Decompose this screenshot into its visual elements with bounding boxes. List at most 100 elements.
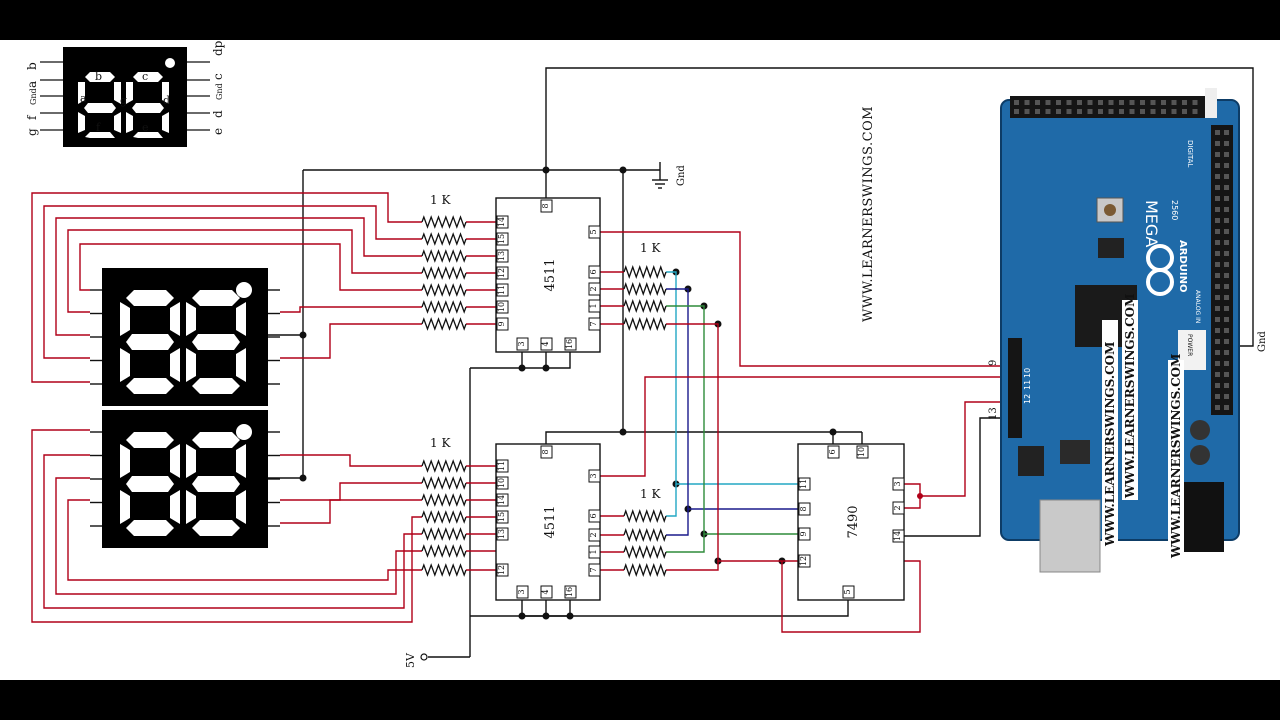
display-segment — [192, 334, 240, 350]
display-segment — [170, 302, 180, 336]
ic-pin: 12 — [497, 268, 506, 278]
resistor-label: 1 K — [430, 193, 451, 207]
display-segment — [120, 348, 130, 382]
ic-pin: 15 — [497, 512, 506, 522]
resistor — [421, 266, 467, 280]
ic-pin: 10 — [857, 447, 866, 457]
display-segment — [170, 490, 180, 524]
resistor — [421, 510, 467, 524]
segment-label: d — [163, 94, 170, 107]
display-segment — [126, 520, 174, 536]
legend-pin-d: d — [211, 110, 225, 118]
segment-label: c — [142, 70, 148, 83]
ic-pin: 6 — [828, 449, 837, 454]
ic-pin: 11 — [497, 461, 506, 471]
display-segment — [236, 302, 246, 336]
ic-pin: 6 — [589, 513, 598, 518]
arduino-ground-label: Gnd — [1257, 331, 1268, 352]
resistor — [623, 563, 667, 577]
legend-pin-g: g — [25, 128, 39, 136]
display-segment — [186, 444, 196, 478]
seven-segment-display-lower — [90, 410, 280, 548]
ic-pin: 1 — [589, 303, 598, 308]
ic-pin: 13 — [497, 529, 506, 539]
ic-pin: 14 — [893, 531, 902, 541]
board-watermarks: WWW.LEARNERSWINGS.COM WWW.LEARNERSWINGS.… — [1102, 294, 1184, 560]
legend-pin-gnd: Gnd — [29, 88, 38, 105]
control-wires-red — [600, 231, 1008, 633]
display-segment — [120, 490, 130, 524]
resistor — [421, 249, 467, 263]
display-segment — [192, 378, 240, 394]
resistor — [623, 528, 667, 542]
icsp-header-lower — [1018, 446, 1044, 476]
resistor — [421, 493, 467, 507]
segment-label: b — [95, 70, 102, 83]
digital-header-top — [1010, 96, 1205, 118]
resistor-bank-upper-right — [623, 265, 667, 331]
ic-pin: 13 — [497, 251, 506, 261]
ic-pin: 9 — [497, 321, 506, 326]
decimal-point — [236, 282, 252, 298]
vcc-label: 5V — [404, 652, 417, 668]
ic-pin: 1 — [589, 549, 598, 554]
ic-pin: 11 — [799, 479, 808, 489]
website-label: WWW.LEARNERSWINGS.COM — [861, 106, 876, 322]
digital-label: DIGITAL — [1186, 140, 1194, 167]
usb-chip — [1060, 440, 1090, 464]
resistor — [623, 509, 667, 523]
display-segment — [126, 378, 174, 394]
legend-pin-b: b — [25, 62, 39, 70]
bcd-bus-wires — [666, 271, 798, 571]
letterbox-top — [0, 0, 1280, 40]
display-segment — [170, 444, 180, 478]
arduino-pin-labels: 9 13 — [988, 360, 999, 420]
ic-pin: 3 — [589, 473, 598, 478]
digital-header-right — [1211, 125, 1233, 415]
ic-pin: 8 — [541, 203, 550, 208]
display-segment — [126, 476, 174, 492]
display-segment — [126, 432, 174, 448]
resistor — [421, 317, 467, 331]
legend-pin-gnd-right: Gnd — [215, 83, 224, 100]
resistor — [421, 476, 467, 490]
display-segment — [186, 348, 196, 382]
ic-pin: 10 — [497, 478, 506, 488]
display-segment — [236, 444, 246, 478]
display-segment — [126, 334, 174, 350]
resistor — [421, 215, 467, 229]
analog-label: ANALOG IN — [1194, 290, 1201, 323]
ic-pin: 2 — [589, 286, 598, 291]
ic-pin: 8 — [799, 506, 808, 511]
ic-pin: 6 — [589, 269, 598, 274]
ground-and-power-wires — [268, 67, 1254, 658]
display-segment — [192, 290, 240, 306]
legend-pin-dp: dp — [211, 40, 225, 56]
ic-pin: 2 — [893, 505, 902, 510]
arduino-pin-board: 12 — [1023, 394, 1032, 404]
segment-label: a — [80, 92, 87, 105]
arduino-pin: 9 — [988, 360, 999, 366]
resistor — [623, 545, 667, 559]
ic-pin: 8 — [541, 449, 550, 454]
display-segment — [186, 490, 196, 524]
resistor — [623, 265, 667, 279]
ic-pin: 3 — [517, 341, 526, 346]
icsp-header — [1098, 238, 1124, 258]
arduino-pin-board: 11 — [1023, 380, 1032, 390]
watermark-1: WWW.LEARNERSWINGS.COM — [1123, 294, 1137, 499]
display-segment — [236, 348, 246, 382]
arduino-pin-board: 10 — [1023, 368, 1032, 378]
resistor-bank-upper-left — [421, 215, 467, 331]
ic-pin: 14 — [497, 495, 506, 505]
display-segment — [120, 302, 130, 336]
display-segment — [186, 302, 196, 336]
ic-pin: 9 — [799, 531, 808, 536]
ic-pin: 5 — [589, 229, 598, 234]
ic-pin: 3 — [517, 589, 526, 594]
legend-pin-f: f — [25, 114, 39, 120]
power-label: POWER — [1186, 334, 1193, 356]
